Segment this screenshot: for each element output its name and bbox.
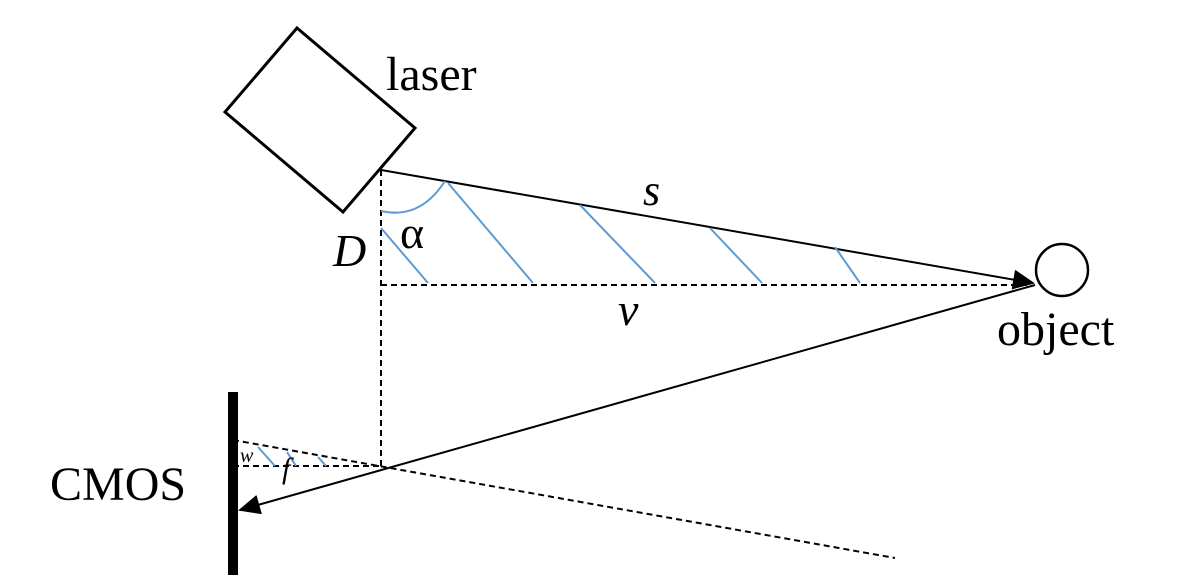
label-w: w (240, 445, 254, 467)
projection-dashed (232, 439, 896, 559)
label-f: f (282, 452, 294, 485)
label-alpha: α (400, 207, 424, 258)
label-laser: laser (386, 48, 477, 101)
label-cmos: CMOS (50, 458, 186, 511)
outgoing-beam (380, 169, 1035, 290)
label-v: v (618, 284, 639, 335)
laser-box (222, 25, 418, 215)
hatch-large-triangle (380, 182, 861, 284)
hatch-small-triangle (257, 446, 327, 467)
reflected-beam (238, 284, 1036, 515)
label-object: object (997, 303, 1115, 356)
label-s: s (643, 166, 660, 215)
label-D: D (332, 225, 366, 276)
alpha-angle-arc (380, 180, 446, 214)
object-circle (1034, 242, 1090, 298)
cmos-sensor (228, 392, 238, 575)
